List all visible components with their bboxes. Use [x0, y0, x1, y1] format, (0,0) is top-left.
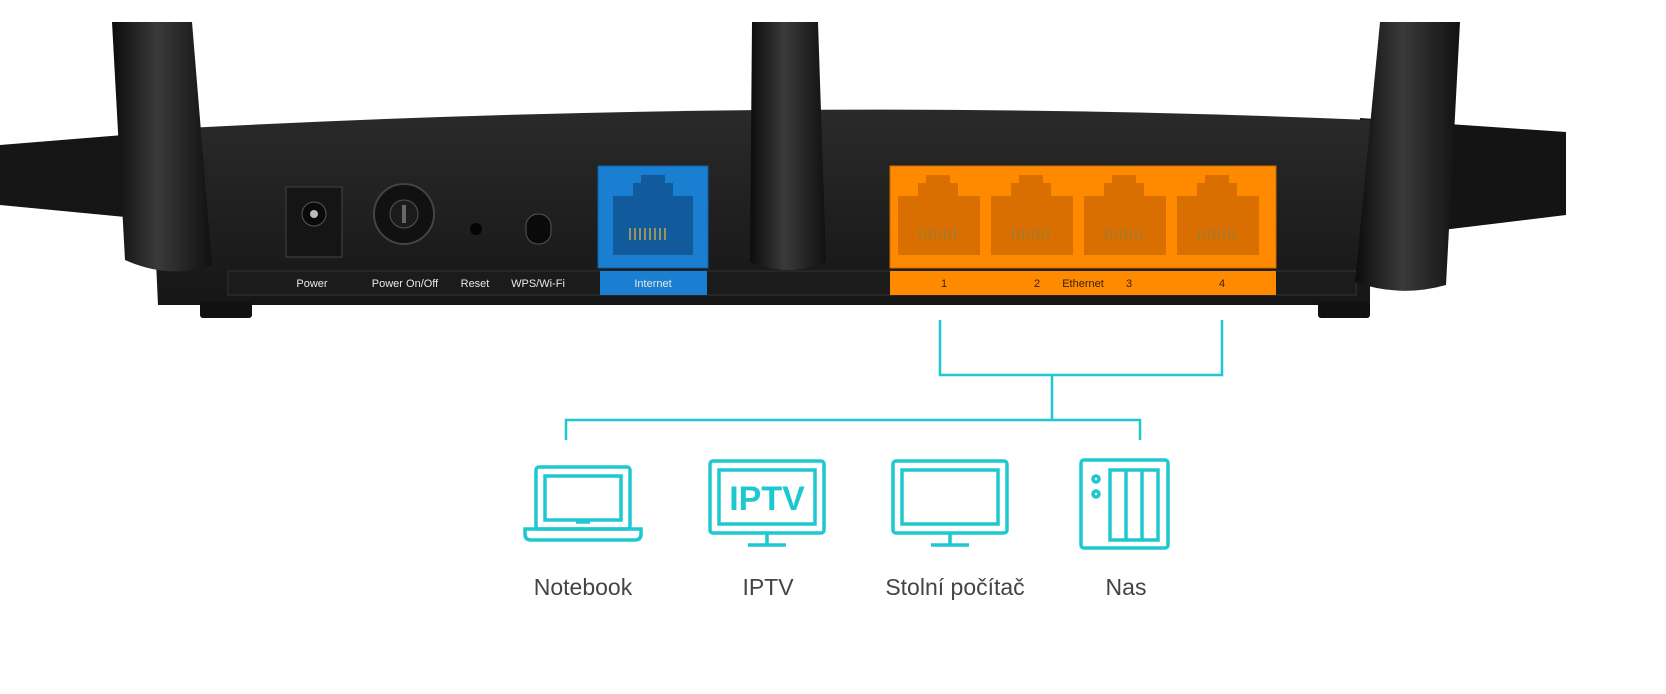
lan-4-label: 4	[1218, 278, 1226, 290]
router-foot	[200, 302, 252, 318]
tv-icon	[708, 459, 826, 547]
antenna-center	[750, 22, 826, 270]
power-switch	[373, 183, 435, 245]
power-jack	[285, 186, 343, 258]
power-switch-label: Power On/Off	[371, 278, 439, 290]
wps-label: WPS/Wi-Fi	[511, 278, 565, 290]
lan-port-1	[898, 175, 980, 255]
nas-icon	[1079, 458, 1170, 550]
ethernet-label-bg	[890, 271, 1276, 295]
device-label-iptv: IPTV	[742, 574, 794, 600]
ethernet-ports	[889, 165, 1277, 269]
antenna-right	[1355, 22, 1460, 291]
device-label-notebook: Notebook	[533, 574, 633, 600]
lan-port-3	[1084, 175, 1166, 255]
lan-1-label: 1	[940, 278, 948, 290]
laptop-icon	[523, 465, 643, 542]
antenna-left	[112, 22, 212, 272]
reset-label: Reset	[460, 278, 490, 290]
lan-3-label: 3	[1125, 278, 1133, 290]
reset-hole	[470, 223, 482, 235]
device-label-nas: Nas	[1105, 574, 1147, 600]
internet-port	[597, 165, 709, 269]
lan-2-label: 2	[1033, 278, 1041, 290]
internet-label: Internet	[634, 278, 672, 290]
power-label: Power	[296, 278, 328, 290]
internet-label-bg	[600, 271, 707, 295]
iptv-screen-text: IPTV	[729, 480, 805, 518]
router-foot	[1318, 302, 1370, 318]
ethernet-label: Ethernet	[1062, 278, 1104, 290]
device-label-desktop: Stolní počítač	[885, 574, 1025, 600]
lan-port-2	[991, 175, 1073, 255]
wps-button	[525, 213, 552, 245]
desktop-icon	[891, 459, 1009, 547]
lan-port-4	[1177, 175, 1259, 255]
connection-lines	[564, 320, 1224, 440]
